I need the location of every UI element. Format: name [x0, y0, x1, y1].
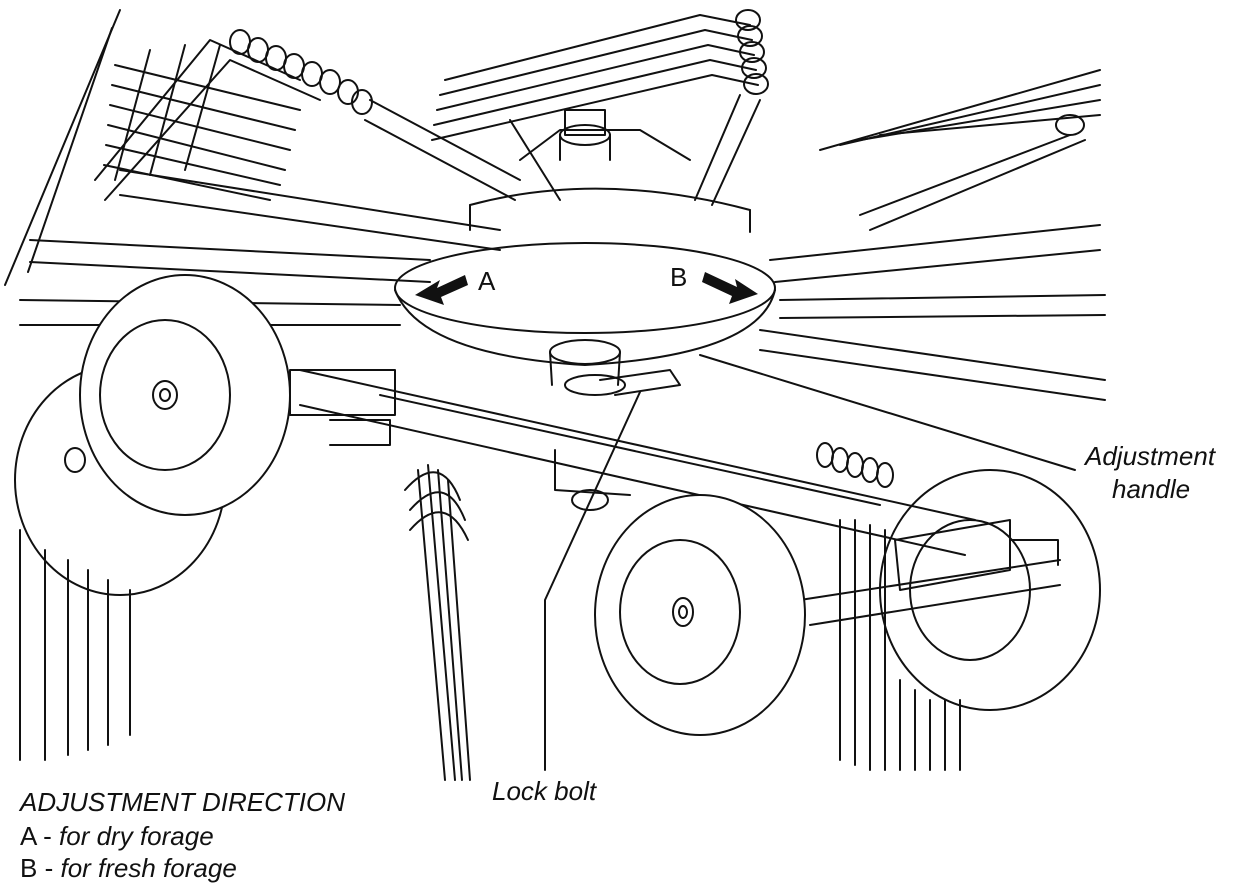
adjustment-handle-label-line2: handle [1112, 474, 1191, 504]
arrow-b-icon [702, 272, 758, 304]
wheel-right-front [594, 494, 806, 736]
legend-text-a: for dry forage [59, 821, 214, 851]
legend-heading: ADJUSTMENT DIRECTION [20, 787, 345, 817]
lock-bolt-label: Lock bolt [492, 776, 597, 806]
tine-arm-upper-right [819, 69, 1101, 231]
coil-spring-lower-right [816, 442, 894, 488]
adjustment-handle-label-line1: Adjustment [1085, 441, 1216, 471]
wheel-right-rear [879, 469, 1101, 711]
hanging-tines [19, 464, 961, 781]
lock-bolt-assembly [549, 339, 681, 511]
tine-arm-upper-center [431, 9, 769, 206]
legend-item-a: A - for dry forage [20, 821, 214, 851]
axle-brackets [289, 369, 1059, 591]
arrow-a-icon [415, 275, 468, 305]
rotor-hub [469, 109, 751, 233]
arrow-a-label: A [478, 266, 496, 296]
arrow-b-label: B [670, 262, 688, 292]
adjustment-disc [394, 242, 776, 366]
leader-lines [544, 354, 1076, 771]
legend-text-b: for fresh forage [60, 853, 237, 883]
legend-item-b: B - for fresh forage [20, 853, 237, 883]
tube-arms [19, 99, 1106, 401]
tine-arm-upper-left [4, 9, 321, 286]
coil-spring-upper-left [229, 29, 373, 115]
legend-key-a: A - [20, 821, 52, 851]
wheel-left-front [79, 274, 291, 516]
legend-key-b: B - [20, 853, 54, 883]
